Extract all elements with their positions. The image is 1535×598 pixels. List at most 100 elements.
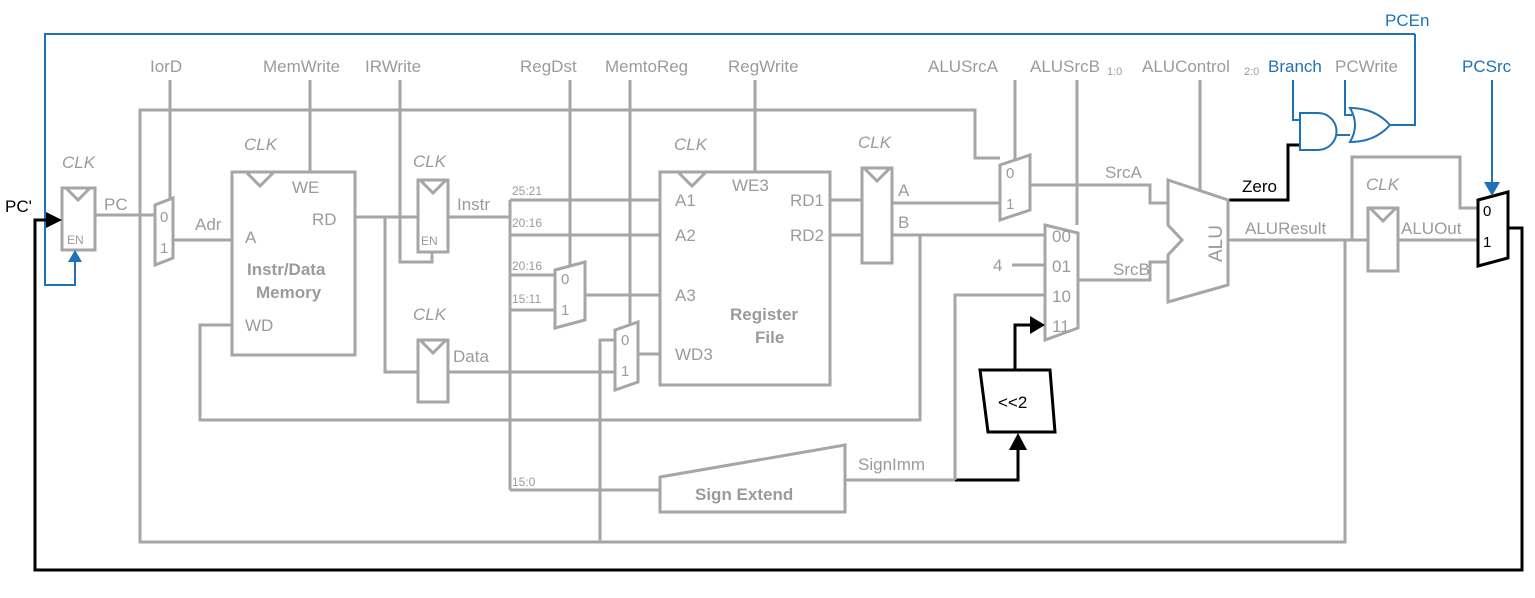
srcb-label: SrcB: [1113, 260, 1150, 279]
regfile-we3: WE3: [732, 176, 769, 195]
signal-alusrca: ALUSrcA: [928, 57, 999, 76]
sign-extend-title: Sign Extend: [695, 485, 793, 504]
srca-mux-in1: 1: [1006, 196, 1014, 213]
field-25-21: 25:21: [512, 184, 542, 198]
regfile-a2: A2: [675, 226, 696, 245]
srcb-in11-arrow: [1030, 316, 1045, 334]
aluresult-label: ALUResult: [1245, 219, 1327, 238]
instr-data-memory: CLK A WE RD WD Instr/Data Memory: [230, 135, 357, 357]
pc-en-label: EN: [67, 233, 84, 247]
data-label: Data: [453, 347, 489, 366]
memory-a-port: A: [245, 228, 257, 247]
data-register: CLK Data: [413, 305, 489, 404]
srcb-mux: 00 01 10 11 4 SrcB: [993, 223, 1150, 343]
signal-pcwrite: PCWrite: [1335, 57, 1398, 76]
or-gate-icon: [1348, 106, 1392, 144]
pc-label: PC: [104, 195, 128, 214]
memory-title-2: Memory: [256, 283, 322, 302]
signal-pcen: PCEn: [1385, 11, 1429, 30]
shift-in-arrow: [1009, 433, 1027, 450]
control-signal-labels: IorD MemWrite IRWrite RegDst MemtoReg Re…: [150, 11, 1512, 78]
memory-rd-port: RD: [312, 210, 337, 229]
adr-label: Adr: [195, 215, 222, 234]
field-15-0: 15:0: [512, 475, 536, 489]
srca-mux-in0: 0: [1006, 165, 1014, 182]
signal-regwrite: RegWrite: [728, 57, 799, 76]
srcb-mux-in00: 00: [1052, 227, 1071, 246]
signal-alucontrol-sub: 2:0: [1244, 66, 1259, 78]
srcb-mux-in10: 10: [1052, 287, 1071, 306]
data-clk-label: CLK: [413, 305, 447, 324]
branch-logic: [1299, 106, 1392, 151]
ab-b-label: B: [898, 213, 909, 232]
regfile-a3: A3: [675, 286, 696, 305]
memtoreg-mux-in0: 0: [621, 332, 629, 349]
aluout-label: ALUOut: [1401, 219, 1462, 238]
pc-clk-label: CLK: [62, 153, 96, 172]
highlight-wires: [33, 143, 1524, 572]
iord-mux-in1: 1: [160, 240, 168, 257]
field-20-16-a3: 20:16: [512, 259, 542, 273]
iord-mux: 0 1 Adr: [153, 195, 222, 268]
field-20-16-a2: 20:16: [512, 216, 542, 230]
signal-irwrite: IRWrite: [365, 57, 421, 76]
datapath-wires: [95, 80, 1478, 544]
regdst-mux-in1: 1: [561, 302, 569, 319]
regdst-mux-in0: 0: [561, 271, 569, 288]
signal-memtoreg: MemtoReg: [605, 57, 688, 76]
zero-label: Zero: [1242, 177, 1277, 196]
srca-mux: 0 1 SrcA: [998, 152, 1143, 223]
signimm-label: SignImm: [858, 455, 925, 474]
signal-regdst: RegDst: [520, 57, 577, 76]
sign-extend: Sign Extend SignImm: [658, 443, 955, 514]
alu-label: ALU: [1206, 225, 1227, 262]
regfile-rd2: RD2: [790, 226, 824, 245]
aluout-clk-label: CLK: [1366, 175, 1400, 194]
ab-register: CLK A B: [858, 133, 910, 265]
and-gate-icon: [1299, 112, 1338, 151]
pc-input-arrow: [46, 212, 62, 228]
iord-mux-in0: 0: [160, 209, 168, 226]
memtoreg-mux: 0 1: [613, 319, 640, 393]
ab-a-label: A: [898, 181, 910, 200]
pcen-arrow: [68, 250, 82, 262]
instr-label: Instr: [457, 195, 490, 214]
srcb-mux-in01: 01: [1052, 257, 1071, 276]
signal-iord: IorD: [150, 57, 182, 76]
pc-register: CLK EN PC' PC: [5, 153, 128, 262]
srcb-mux-in11: 11: [1052, 317, 1070, 336]
regdst-mux: 0 1: [553, 260, 587, 330]
instruction-register: CLK EN Instr: [413, 152, 490, 254]
regfile-clk-label: CLK: [674, 135, 708, 154]
signal-pcsrc: PCSrc: [1462, 57, 1512, 76]
regfile-wd3: WD3: [675, 345, 713, 364]
signal-branch: Branch: [1268, 57, 1322, 76]
register-file: CLK A1 A2 A3 WD3 WE3 RD1 RD2 Register Fi…: [658, 135, 832, 387]
regfile-title-1: Register: [730, 305, 798, 324]
signal-alusrcb-sub: 1:0: [1107, 66, 1122, 78]
pcsrc-arrow: [1484, 182, 1500, 196]
alu: ALU Zero ALUResult: [1166, 177, 1327, 304]
signal-alucontrol: ALUControl: [1142, 57, 1230, 76]
ab-clk-label: CLK: [858, 133, 892, 152]
ir-clk-label: CLK: [413, 152, 447, 171]
aluout-register: CLK ALUOut: [1366, 175, 1462, 273]
memtoreg-mux-in1: 1: [621, 363, 629, 380]
shift-label: <<2: [998, 393, 1027, 412]
field-15-11: 15:11: [512, 292, 541, 306]
regfile-title-2: File: [755, 328, 784, 347]
const-four: 4: [993, 256, 1002, 275]
pcsrc-mux-in1: 1: [1483, 234, 1491, 251]
ir-en-label: EN: [421, 234, 438, 248]
memory-wd-port: WD: [245, 316, 273, 335]
signal-alusrcb: ALUSrcB: [1030, 57, 1100, 76]
srca-label: SrcA: [1105, 163, 1143, 182]
control-wires: [44, 33, 1493, 286]
pc-prime-label: PC': [5, 197, 32, 216]
pcsrc-mux-in0: 0: [1483, 203, 1491, 220]
memory-title-1: Instr/Data: [247, 260, 326, 279]
memory-we-port: WE: [292, 178, 319, 197]
signal-memwrite: MemWrite: [263, 57, 340, 76]
memory-clk-label: CLK: [244, 135, 278, 154]
